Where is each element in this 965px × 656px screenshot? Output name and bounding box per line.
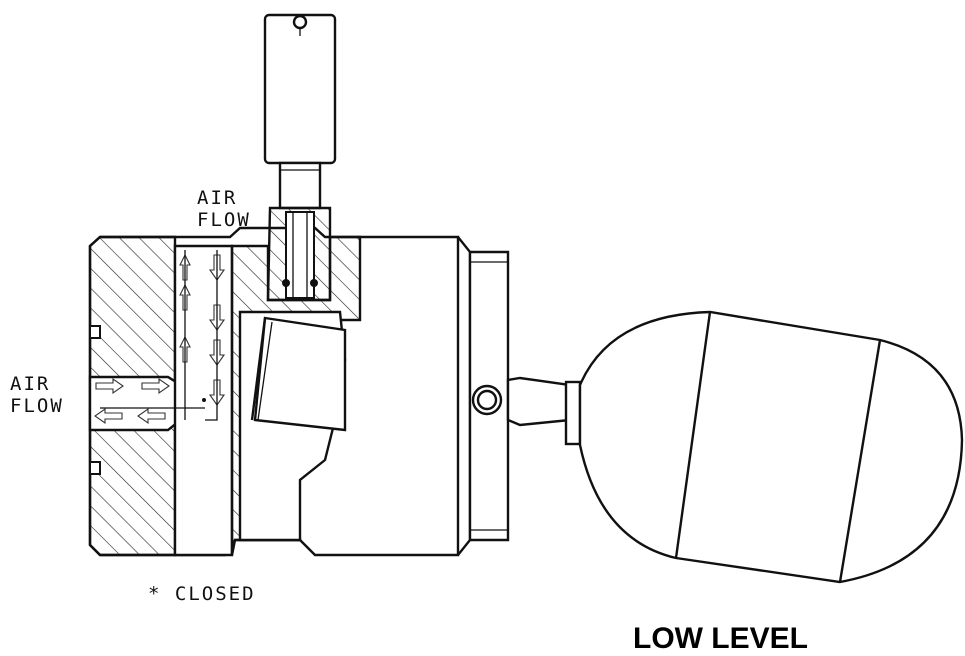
actuator-cap	[263, 13, 337, 165]
air-flow-top-label-2: FLOW	[197, 209, 251, 231]
notch-upper	[89, 325, 101, 339]
air-flow-left-label-1: AIR	[10, 373, 50, 395]
float-seam-right	[838, 339, 882, 583]
float-seam-left	[674, 311, 712, 559]
cap-screw-icon	[292, 14, 308, 30]
flow-path-line	[184, 250, 218, 421]
float-ball	[578, 310, 964, 584]
lever-face	[250, 317, 267, 421]
lever-block	[253, 316, 347, 432]
pivot-pin-inner	[476, 389, 498, 411]
closed-note: * CLOSED	[148, 583, 256, 605]
housing-step	[457, 236, 472, 556]
stem-bore	[285, 211, 315, 299]
notch-lower	[89, 461, 101, 475]
closed-point	[202, 398, 206, 402]
air-flow-top-label-1: AIR	[197, 187, 237, 209]
arm-collar	[564, 380, 582, 446]
flow-arrows-port	[94, 377, 170, 425]
float-arm	[506, 376, 572, 427]
flange-lines	[470, 261, 508, 531]
o-ring-left	[282, 279, 290, 287]
air-flow-left-label-2: FLOW	[10, 395, 64, 417]
state-title: LOW LEVEL	[633, 622, 808, 655]
lever-face-inner	[257, 321, 273, 421]
stem-inner-lines	[292, 212, 308, 298]
o-ring-right	[310, 279, 318, 287]
